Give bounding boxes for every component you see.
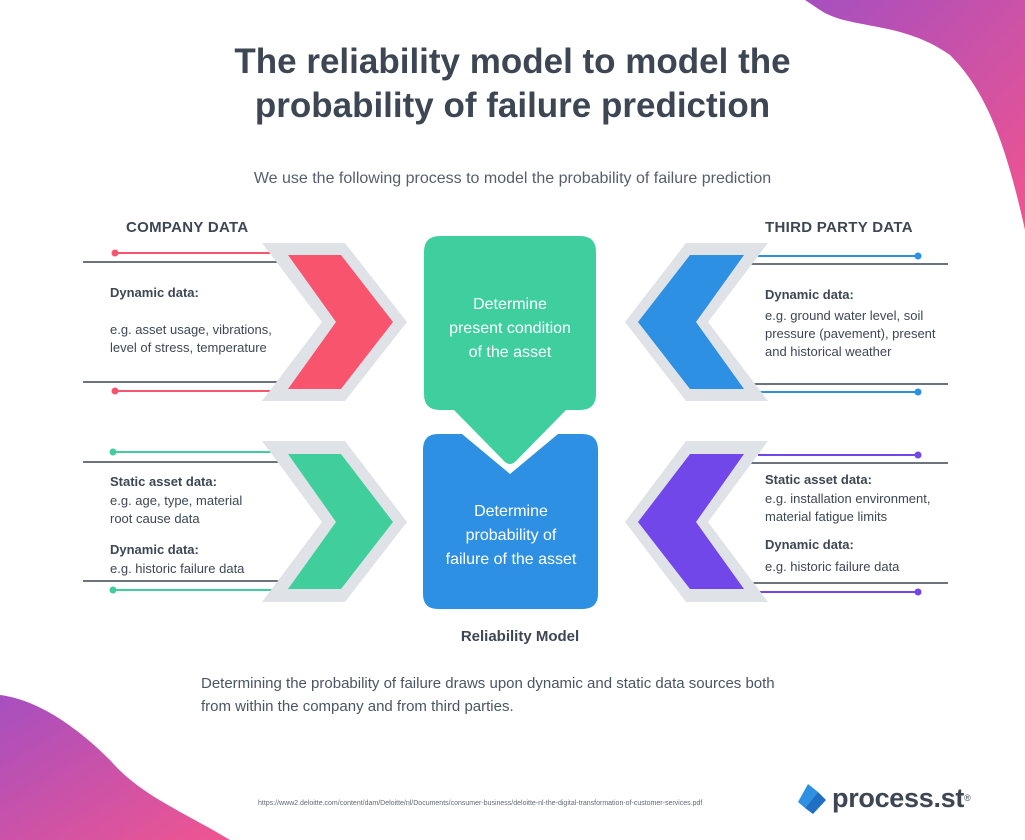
company-dynamic-label: Dynamic data:: [110, 285, 199, 300]
third-party-data-heading: THIRD PARTY DATA: [765, 219, 913, 236]
red-chevron-right: [262, 243, 407, 401]
company-data-heading: COMPANY DATA: [126, 219, 249, 236]
footer-line-2: from within the company and from third p…: [201, 698, 514, 715]
top-right-wave: [805, 0, 1025, 230]
footer-line-1: Determining the probability of failure d…: [201, 675, 775, 692]
company-static-text-line-2: root cause data: [110, 511, 200, 526]
company-dynamic-text-line-2: level of stress, temperature: [110, 340, 267, 355]
center-top-text: Determine present condition of the asset: [426, 293, 594, 365]
blue-chevron-fill: [638, 255, 744, 389]
thirdparty-dynamic-label: Dynamic data:: [765, 287, 854, 302]
logo-suffix: .st: [933, 782, 965, 813]
subtitle: We use the following process to model th…: [253, 170, 772, 187]
company-static-text-line-1: e.g. age, type, material: [110, 493, 243, 508]
red-chevron-fill: [288, 255, 393, 389]
logo-wordmark: process.st: [832, 783, 964, 814]
title-line-1: The reliability model to model the: [234, 42, 791, 81]
thirdparty-dynamic2-label: Dynamic data:: [765, 537, 854, 552]
thirdparty-dynamic-text-line-1: e.g. ground water level, soil: [765, 308, 924, 323]
title-line-2: probability of failure prediction: [254, 86, 771, 125]
thirdparty-static-text: e.g. installation environment, material …: [765, 490, 930, 526]
center-bottom-line-2: probability of: [465, 527, 557, 544]
center-bottom-text: Determine probability of failure of the …: [424, 500, 598, 572]
center-top-box: [424, 236, 596, 464]
blue-chevron-left: [625, 243, 768, 401]
center-bottom-box: [423, 434, 598, 609]
thirdparty-static-lines: [742, 451, 948, 596]
page-title: The reliability model to model the proba…: [160, 40, 865, 128]
purple-chevron-fill: [638, 454, 744, 589]
company-static-lines: [83, 448, 290, 594]
green-chevron-right: [262, 441, 407, 602]
thirdparty-dynamic-text-line-3: and historical weather: [765, 344, 892, 359]
thirdparty-static-text-line-1: e.g. installation environment,: [765, 491, 931, 506]
process-st-logo: process.st ®: [796, 778, 971, 818]
center-top-line-2: present condition: [449, 320, 571, 337]
thirdparty-static-text-line-2: material fatigue limits: [765, 509, 888, 524]
reliability-model-label: Reliability Model: [460, 628, 580, 645]
thirdparty-dynamic-text-line-2: pressure (pavement), present: [765, 326, 936, 341]
company-static-label: Static asset data:: [110, 474, 217, 489]
company-dynamic-text-line-1: e.g. asset usage, vibrations,: [110, 322, 272, 337]
thirdparty-dynamic-lines: [742, 252, 948, 396]
bottom-left-wave: [0, 695, 230, 840]
purple-chevron-left: [625, 441, 768, 602]
footer-description: Determining the probability of failure d…: [201, 672, 881, 718]
center-top-line-3: of the asset: [468, 344, 552, 361]
logo-word: process: [832, 782, 934, 813]
center-bottom-line-1: Determine: [474, 503, 548, 520]
thirdparty-dynamic-text: e.g. ground water level, soil pressure (…: [765, 307, 936, 361]
company-static-text: e.g. age, type, material root cause data: [110, 492, 242, 528]
company-dynamic-lines: [83, 249, 290, 395]
center-bottom-line-3: failure of the asset: [445, 551, 577, 568]
green-chevron-fill: [288, 454, 393, 589]
process-st-logo-icon: [798, 784, 826, 814]
company-dynamic2-label: Dynamic data:: [110, 542, 199, 557]
company-dynamic2-text: e.g. historic failure data: [110, 561, 245, 576]
thirdparty-dynamic2-text: e.g. historic failure data: [765, 559, 900, 574]
source-url: https://www2.deloitte.com/content/dam/De…: [258, 800, 703, 807]
thirdparty-static-label: Static asset data:: [765, 472, 872, 487]
registered-mark: ®: [964, 793, 971, 803]
center-top-line-1: Determine: [473, 296, 547, 313]
company-dynamic-text: e.g. asset usage, vibrations, level of s…: [110, 321, 272, 357]
